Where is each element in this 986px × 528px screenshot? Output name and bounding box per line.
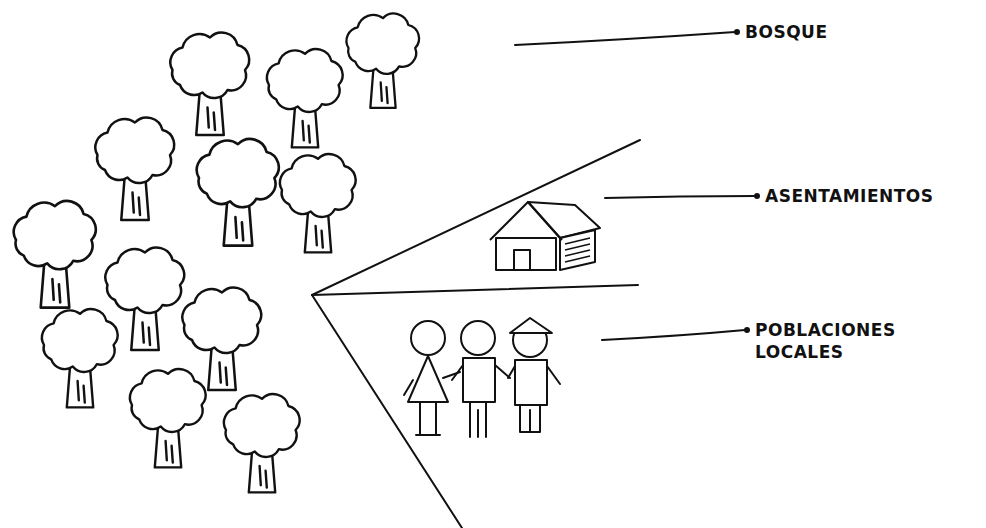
leader-dots xyxy=(734,29,760,333)
part-label: BOSQUE xyxy=(745,21,945,43)
wedge xyxy=(312,140,640,528)
forest xyxy=(14,14,419,493)
house xyxy=(490,202,600,270)
people xyxy=(404,318,560,437)
leader-lines xyxy=(515,32,755,340)
part-label: ASENTAMIENTOS xyxy=(765,185,975,207)
part-label: POBLACIONES LOCALES xyxy=(755,319,905,363)
